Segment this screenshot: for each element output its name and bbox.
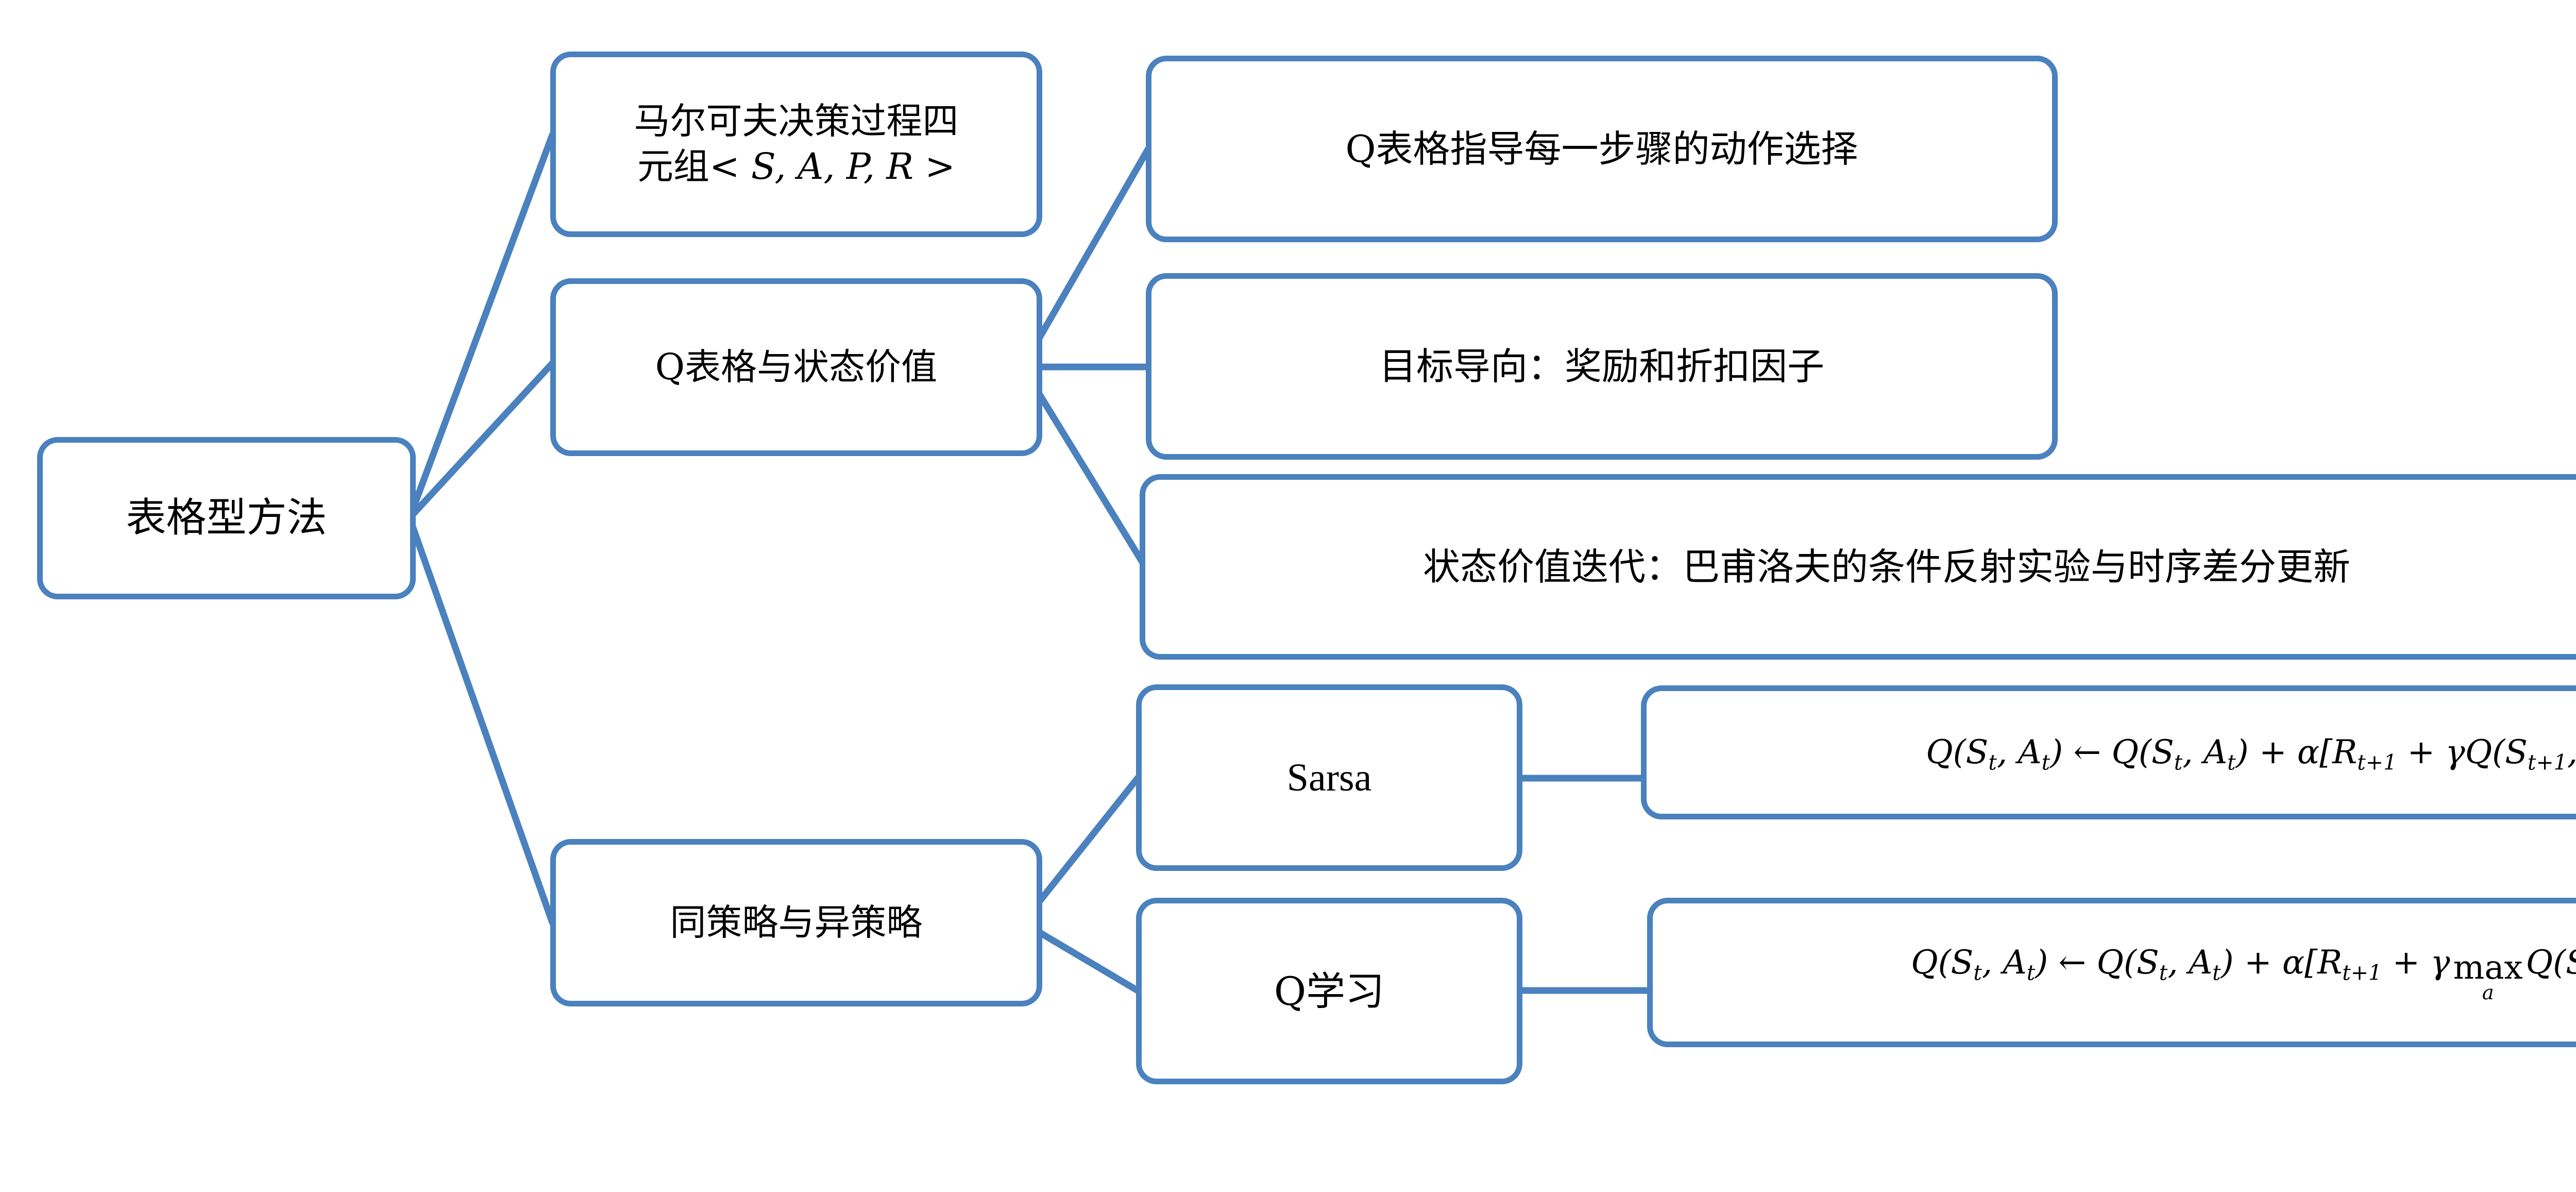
node-sarsa[interactable]: Sarsa xyxy=(1136,684,1522,871)
node-root-label: 表格型方法 xyxy=(126,494,327,541)
node-sarsa-label: Sarsa xyxy=(1286,756,1372,799)
node-goal-oriented-label: 目标导向：奖励和折扣因子 xyxy=(1379,345,1824,388)
node-mdp-label: 马尔可夫决策过程四 元组< S, A, P, R > xyxy=(625,99,968,190)
node-mdp-line2-prefix: 元组 xyxy=(637,145,710,188)
node-mdp-line1: 马尔可夫决策过程四 xyxy=(634,99,959,142)
node-mdp[interactable]: 马尔可夫决策过程四 元组< S, A, P, R > xyxy=(550,52,1042,237)
node-sarsa-formula[interactable]: Q(St, At) ← Q(St, At) + α[Rt+1 + γQ(St+1… xyxy=(1641,685,2576,819)
node-root[interactable]: 表格型方法 xyxy=(37,437,416,599)
edge-root-to-qtable xyxy=(406,360,556,522)
node-qtable-guide-label: Q表格指导每一步骤的动作选择 xyxy=(1345,127,1858,171)
node-qtable-label: Q表格与状态价值 xyxy=(655,345,938,388)
edge-qtable-to-iter xyxy=(1019,363,1146,566)
edge-root-to-mdp xyxy=(406,131,556,522)
node-qlearning[interactable]: Q学习 xyxy=(1136,898,1522,1084)
node-policy-label: 同策略与异策略 xyxy=(670,901,923,944)
node-qtable-guide[interactable]: Q表格指导每一步骤的动作选择 xyxy=(1146,56,2058,242)
edge-qtable-to-guide xyxy=(1019,146,1151,371)
sarsa-formula-expression: Q(St, At) ← Q(St, At) + α[Rt+1 + γQ(St+1… xyxy=(1926,733,2576,775)
node-qlearning-label: Q学习 xyxy=(1274,968,1385,1014)
node-qtable[interactable]: Q表格与状态价值 xyxy=(550,278,1042,456)
node-mdp-line2-math: < S, A, P, R > xyxy=(709,145,955,188)
node-goal-oriented[interactable]: 目标导向：奖励和折扣因子 xyxy=(1146,273,2058,460)
edge-root-to-policy xyxy=(406,514,556,926)
node-policy[interactable]: 同策略与异策略 xyxy=(550,839,1042,1006)
node-state-value-iter[interactable]: 状态价值迭代：巴甫洛夫的条件反射实验与时序差分更新 xyxy=(1140,474,2576,660)
node-state-value-iter-label: 状态价值迭代：巴甫洛夫的条件反射实验与时序差分更新 xyxy=(1422,545,2350,589)
